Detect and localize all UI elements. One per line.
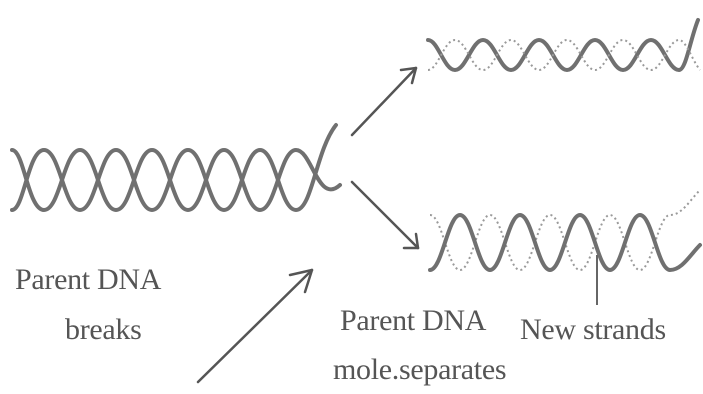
daughter-helix-bottom — [428, 189, 702, 273]
label-parent-dna-separates-line1: Parent DNA — [340, 304, 487, 337]
daughter-helix-top — [426, 18, 701, 73]
old-strand-bottom — [428, 212, 702, 273]
parent-strand-b — [10, 123, 338, 213]
old-strand-top — [426, 18, 700, 73]
label-parent-dna-separates-line2: mole.separates — [333, 353, 507, 386]
label-parent-dna-breaks-line2: breaks — [65, 313, 142, 346]
label-parent-dna-breaks-line1: Parent DNA — [15, 263, 162, 296]
parent-dna-helix — [10, 123, 342, 213]
label-new-strands: New strands — [520, 313, 666, 346]
new-strand-top — [427, 38, 701, 72]
pointer-arrow — [196, 268, 314, 384]
arrow-up-right — [350, 66, 418, 137]
arrow-down-right — [350, 180, 420, 250]
